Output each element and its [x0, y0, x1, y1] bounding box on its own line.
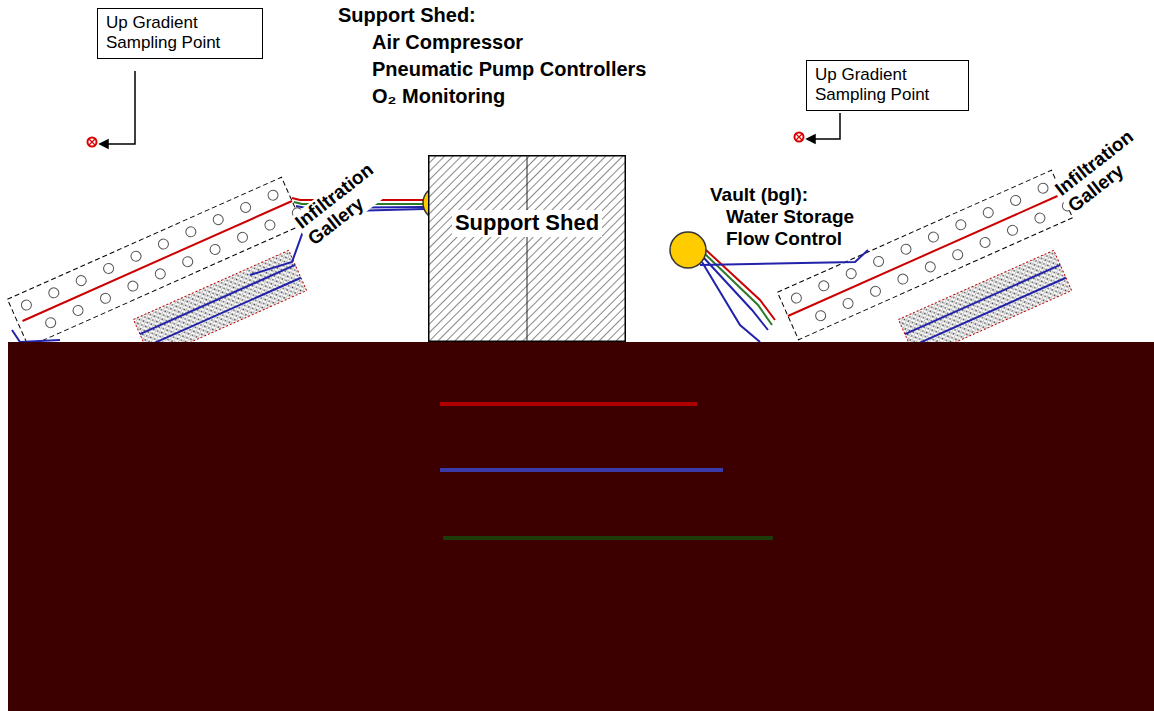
pipe-hole: [982, 206, 995, 219]
pipe-hole: [1036, 182, 1049, 195]
vault-label: Water Storage: [724, 207, 856, 228]
infiltration-gallery: [777, 168, 1077, 340]
gallery-label: Infiltration Gallery: [1050, 115, 1154, 218]
pipe-hole: [263, 218, 276, 231]
vault-label: Flow Control: [724, 229, 844, 250]
hatch-fill: [428, 155, 626, 342]
pipe-hole: [1006, 224, 1019, 237]
pipe-hole: [99, 292, 112, 305]
infiltration-gallery: [7, 175, 307, 347]
shed-equipment-label: Support Shed:: [338, 4, 476, 26]
sampling-dot: [795, 133, 804, 142]
pipe-hole: [790, 291, 803, 304]
box-label: Up Gradient Sampling Point: [106, 13, 254, 54]
pipe-hole: [212, 213, 225, 226]
pipe-hole: [951, 248, 964, 261]
pipe-hole: [47, 286, 60, 299]
pipe-hole: [954, 218, 967, 231]
sampling-box: Up Gradient Sampling Point: [806, 60, 969, 111]
vault-circle: [670, 232, 706, 268]
sampling-dot: [89, 139, 95, 145]
pipe-hole: [927, 230, 940, 243]
legend-line: [440, 402, 697, 406]
pipe-hole: [841, 297, 854, 310]
sampling-dot: [796, 134, 802, 140]
pipe-hole: [1009, 194, 1022, 207]
pipe-hole: [154, 267, 167, 280]
pipe-hole: [236, 231, 249, 244]
gallery-label: Infiltration Gallery: [290, 148, 406, 251]
shed-equipment-label: Pneumatic Pump Controllers: [372, 58, 647, 80]
pipe-hole: [184, 225, 197, 238]
pipe-hole: [20, 298, 33, 311]
legend-line: [440, 468, 723, 472]
pipe-hole: [869, 285, 882, 298]
pipe-hole: [266, 189, 279, 202]
sampling-dot: [88, 138, 97, 147]
pipe-hole: [896, 272, 909, 285]
pipe-hole: [814, 309, 827, 322]
leader-line: [100, 71, 840, 148]
shed-box: Support Shed: [428, 155, 626, 342]
pipe-hole: [817, 279, 830, 292]
pipe-hole: [872, 255, 885, 268]
pipe-hole: [71, 304, 84, 317]
pipe-hole: [157, 237, 170, 250]
pipe-hole: [924, 260, 937, 273]
dark-ground: [8, 342, 1154, 711]
sampling-box: Up Gradient Sampling Point: [97, 8, 263, 59]
shed-equipment-label: O₂ Monitoring: [372, 85, 505, 107]
pipe-hole: [208, 243, 221, 256]
shed-label: Support Shed: [452, 210, 602, 236]
pipe-hole: [978, 236, 991, 249]
pipe-hole: [181, 255, 194, 268]
pipe-hole: [44, 316, 57, 329]
pipe-hole: [845, 267, 858, 280]
pipe-hole: [899, 243, 912, 256]
pipe-hole: [239, 201, 252, 214]
pipe-hole: [129, 250, 142, 263]
pipe-hole: [1033, 211, 1046, 224]
shed-equipment-label: Air Compressor: [372, 31, 523, 53]
pipe-hole: [126, 279, 139, 292]
legend-line: [443, 536, 773, 540]
box-label: Up Gradient Sampling Point: [815, 65, 960, 106]
pipe-hole: [75, 274, 88, 287]
vault-label: Vault (bgl):: [708, 185, 810, 206]
pipe-hole: [102, 262, 115, 275]
